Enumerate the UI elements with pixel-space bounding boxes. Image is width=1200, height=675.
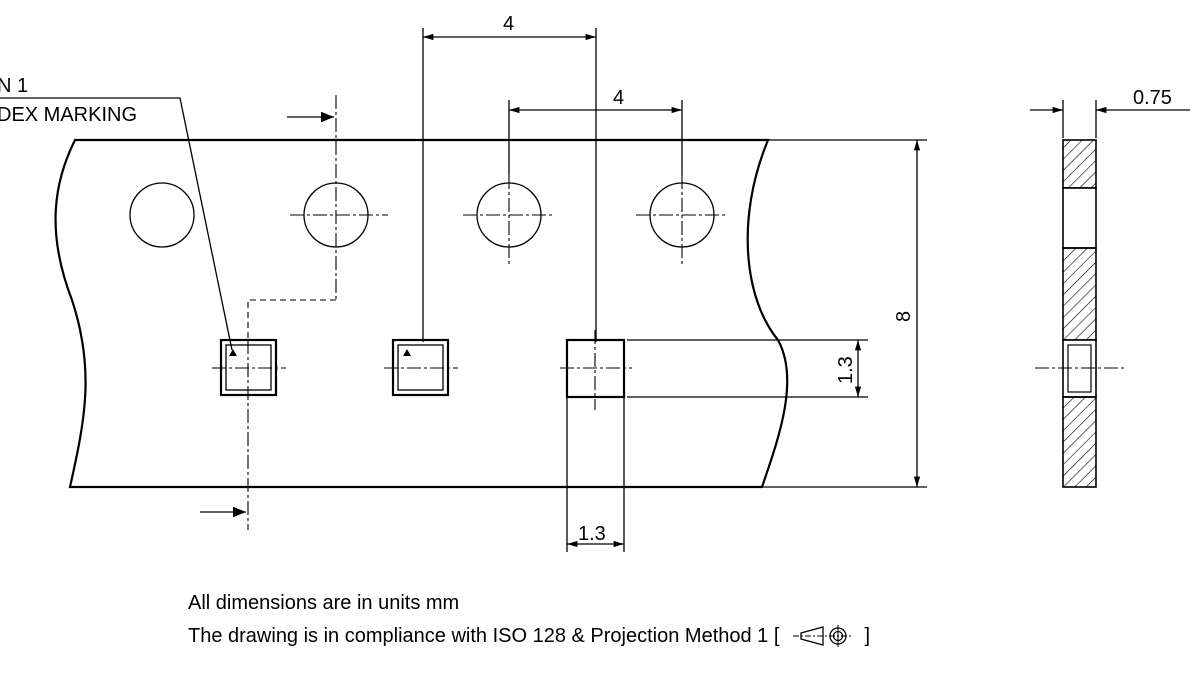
units-note: All dimensions are in units mm — [188, 592, 460, 614]
sprocket-hole-1 — [129, 182, 195, 248]
sprocket-hole-2 — [290, 182, 388, 248]
pocket-width-label: 1.3 — [578, 523, 606, 545]
compliance-text: The drawing is in compliance with ISO 12… — [188, 625, 780, 647]
pin1-leader — [0, 97, 233, 351]
pocket-height-label: 1.3 — [835, 356, 857, 384]
pitch-top-label: 4 — [503, 13, 514, 35]
pin1-label-line1: N 1 — [0, 75, 28, 97]
tape-width-label: 8 — [893, 311, 915, 322]
compliance-note: The drawing is in compliance with ISO 12… — [188, 624, 870, 654]
pocket-2 — [384, 338, 458, 397]
tape-outline — [54, 138, 789, 489]
pitch-second-label: 4 — [613, 87, 624, 109]
first-angle-projection-icon — [791, 624, 853, 654]
offset-dashed-path — [247, 299, 336, 338]
pocket-1 — [212, 338, 286, 530]
compliance-close-bracket: ] — [864, 625, 871, 647]
pin1-label-line2: DEX MARKING — [0, 104, 137, 126]
sprocket-hole-3 — [463, 175, 555, 265]
sprocket-hole-4 — [636, 175, 728, 265]
thickness-label: 0.75 — [1133, 87, 1172, 109]
tape-section-view — [1035, 139, 1125, 488]
